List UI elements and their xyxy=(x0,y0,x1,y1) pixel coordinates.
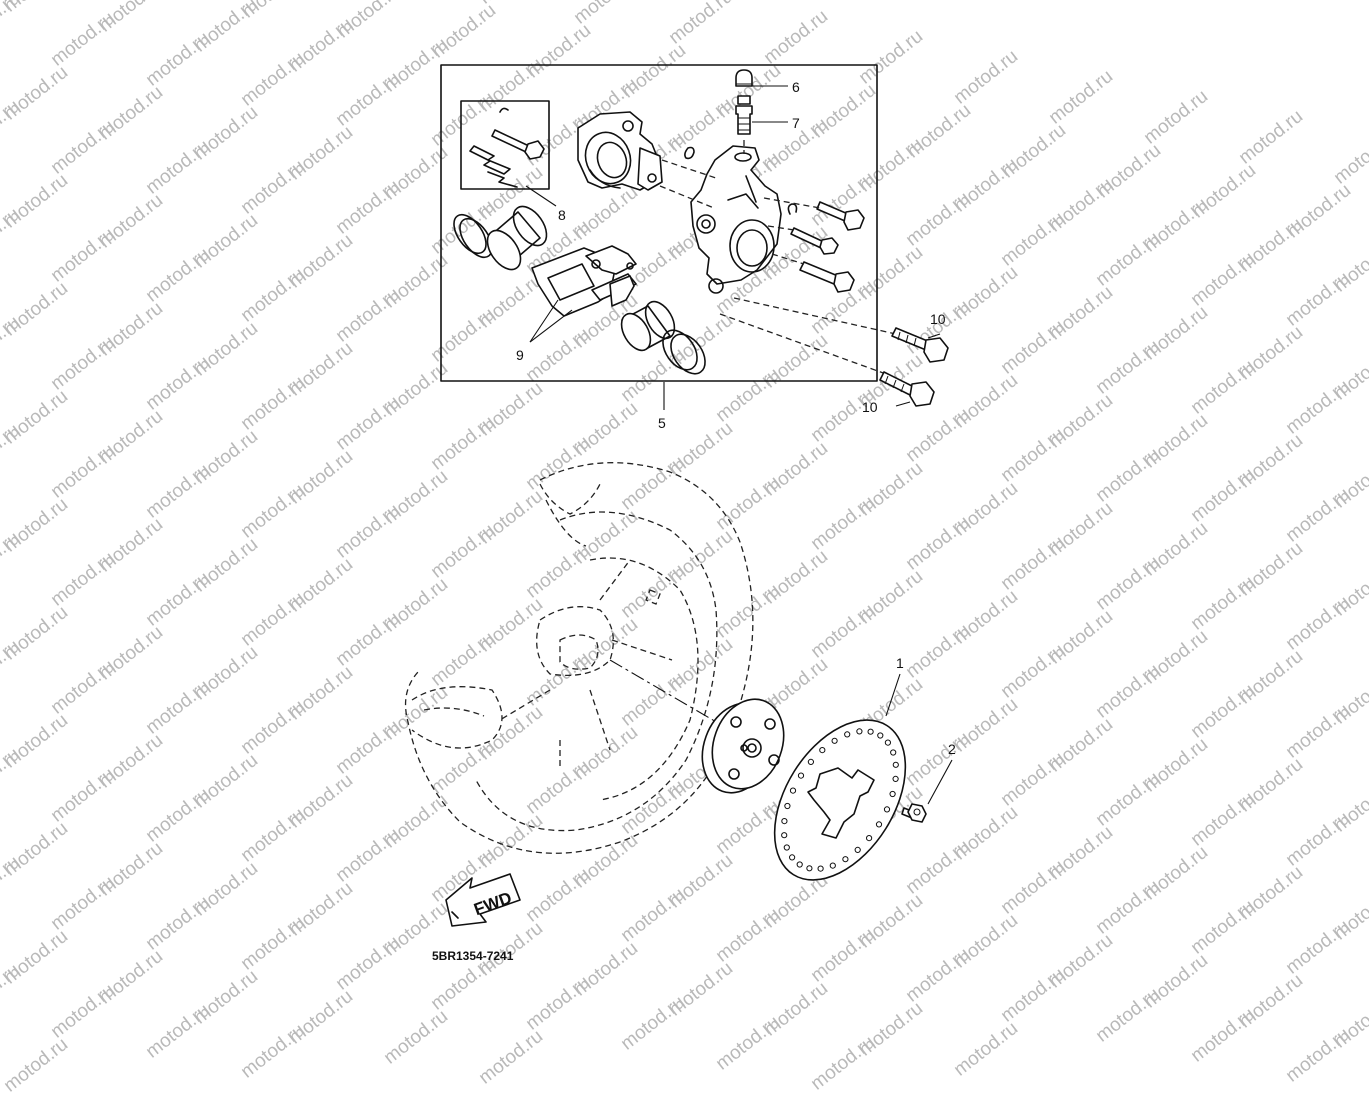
disc-hole xyxy=(797,772,805,779)
caliper-body xyxy=(690,145,782,294)
assembly-lines xyxy=(659,140,897,375)
disc-hole xyxy=(831,737,838,744)
caliper-bracket xyxy=(577,111,695,191)
disc-hole xyxy=(781,832,788,839)
disc-hole xyxy=(884,739,892,746)
disc-hole xyxy=(806,865,813,872)
watermark-text: motod.ru xyxy=(0,1033,73,1097)
disc-hole xyxy=(890,749,897,756)
disc-hole xyxy=(867,728,874,735)
watermark-text: motod.ru xyxy=(950,1017,1023,1081)
disc-hole xyxy=(892,775,899,783)
watermark-text: motod.ru xyxy=(1282,1023,1355,1087)
caliper-mount-bolts xyxy=(879,327,949,407)
watermark-text: motod.ru xyxy=(475,1025,548,1089)
disc-holes xyxy=(781,728,899,872)
wheel-outline xyxy=(404,462,754,854)
forward-arrow-icon: FWD xyxy=(445,873,521,927)
disc-hole xyxy=(784,802,791,810)
disc-hole xyxy=(842,856,849,863)
watermark-text: motod.ru xyxy=(807,1031,880,1095)
disc-hole xyxy=(796,861,803,868)
disc-hole xyxy=(844,731,851,738)
disc-hole xyxy=(875,821,883,828)
disc-hole xyxy=(783,844,790,851)
disc-hole xyxy=(807,758,815,766)
disc-hole xyxy=(866,835,873,842)
lower-piston xyxy=(620,300,706,375)
disc-hole xyxy=(789,854,796,861)
disc-hole xyxy=(892,761,899,768)
disc-hole xyxy=(819,747,826,754)
disc-hole xyxy=(789,787,797,794)
axle-centerline xyxy=(609,659,731,731)
wheel-hub xyxy=(701,698,785,794)
leader-lines xyxy=(525,85,953,805)
disc-hole xyxy=(817,865,824,872)
bolt-kit-inset xyxy=(460,100,550,190)
callout-9: 9 xyxy=(516,347,524,363)
callout-2: 2 xyxy=(948,741,956,757)
brake-disc xyxy=(773,719,907,881)
caliper-assembly-box xyxy=(440,64,878,382)
bleeder-cap xyxy=(735,69,753,87)
disc-bolt xyxy=(901,803,927,823)
diagram-code: 5BR1354-7241 xyxy=(432,949,514,963)
disc-hole xyxy=(889,790,896,798)
parts-diagram: 6 7 8 9 10 10 5 1 2 FWD 5BR1354-7241 xyxy=(404,64,956,963)
callout-7: 7 xyxy=(792,115,800,131)
callout-10-lower: 10 xyxy=(862,399,878,415)
callout-10-upper: 10 xyxy=(930,311,946,327)
disc-hole xyxy=(829,862,836,869)
disc-hole xyxy=(854,846,861,854)
disc-hole xyxy=(883,806,891,813)
disc-hole xyxy=(856,728,863,735)
callout-1: 1 xyxy=(896,655,904,671)
callout-5: 5 xyxy=(658,415,666,431)
callout-8: 8 xyxy=(558,207,566,223)
bleeder-screw xyxy=(735,95,753,135)
caliper-pins xyxy=(787,201,865,293)
disc-hole xyxy=(781,818,788,825)
piston-seal-set xyxy=(453,205,548,271)
callout-labels: 6 7 8 9 10 10 5 1 2 xyxy=(516,79,956,757)
disc-hole xyxy=(877,732,884,739)
watermark-text: motod.ru xyxy=(237,1019,310,1083)
callout-6: 6 xyxy=(792,79,800,95)
brake-pads xyxy=(531,245,637,317)
